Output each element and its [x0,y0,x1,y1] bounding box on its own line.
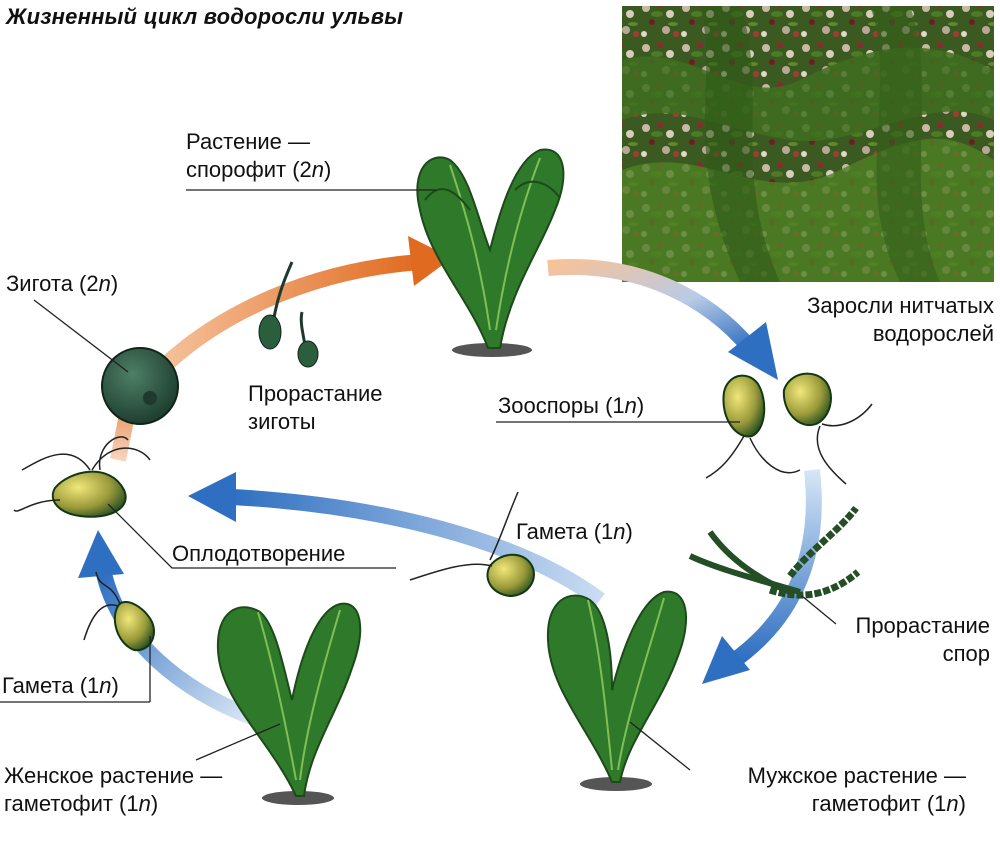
label-male-plant: Мужское растение — гаметофит (1n) [747,763,966,816]
arrow-to-zoospores [547,259,757,354]
male-gamete [409,491,535,598]
leader-fertilization [107,503,396,569]
arrowhead-zoospores [728,322,778,380]
label-gamete-right: Гамета (1n) [516,519,633,544]
leader-female [195,723,281,761]
leader-lines [0,189,837,771]
arrow-gamete-to-fertilization [231,489,605,607]
label-zygote: Зигота (2n) [6,271,119,296]
cycle-arrows [78,236,822,726]
leader-male [629,721,691,771]
label-fertilization: Оплодотворение [172,541,346,566]
label-sporophyte: Растение — спорофит (2n) [186,128,331,184]
label-zoospores: Зооспоры (1n) [498,393,645,418]
germinating-zygotes [258,261,319,368]
arrowhead-sporophyte [408,236,452,286]
diagram-title: Жизненный цикл водоросли ульвы [6,4,404,29]
label-female-plant: Женское растение — гаметофит (1n) [4,763,223,816]
label-thickets: Заросли нитчатых водорослей [807,293,994,346]
female-plant [216,602,362,805]
leader-spores [801,595,837,625]
arrowhead-left [78,530,124,578]
arrowhead-fertilization [188,472,236,522]
label-gamete-left: Гамета (1n) [2,673,119,698]
female-gamete [83,571,155,652]
arrowhead-male [702,636,750,684]
zygote-cell [101,347,179,425]
fertilization-cell [13,436,151,518]
label-zygote-germination: Прорастание зиготы [248,381,383,434]
leader-zygote [33,299,129,373]
male-plant [546,590,688,791]
germinating-spores [688,505,861,599]
zoospores [705,372,873,485]
sporophyte-plant [416,148,565,357]
label-spore-germination: Прорастание спор [855,613,991,666]
arrow-female-to-gamete [96,571,257,726]
thickets-photo [622,6,994,282]
label-sporophyte-line1: Растение — [186,129,311,154]
arrow-to-male [730,469,822,667]
label-sporophyte-line2: спорофит (2n) [186,157,332,182]
